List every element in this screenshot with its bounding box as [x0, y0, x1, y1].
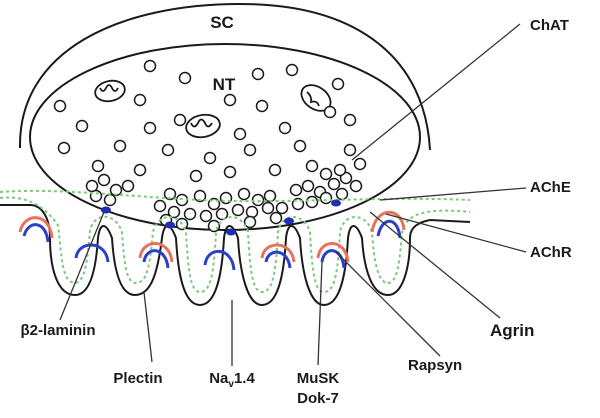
vesicle	[333, 163, 347, 177]
basal-lamina	[0, 196, 471, 294]
vesicle	[53, 99, 67, 113]
synaptic-vesicles	[53, 59, 367, 233]
vesicle	[153, 199, 167, 213]
vesicle	[161, 143, 175, 157]
vesicle	[261, 201, 275, 215]
vesicle	[269, 211, 283, 225]
nav-label-suffix: 1.4	[234, 370, 256, 387]
vesicle	[121, 179, 135, 193]
vesicle	[193, 189, 207, 203]
vesicle	[237, 187, 251, 201]
vesicle	[183, 207, 197, 221]
vesicle	[305, 195, 319, 209]
vesicle	[349, 179, 363, 193]
vesicle	[203, 151, 217, 165]
vesicle	[57, 141, 71, 155]
nav-label-base: Na	[209, 370, 229, 387]
vesicle	[323, 105, 337, 119]
vesicle	[113, 139, 127, 153]
vesicle	[91, 159, 105, 173]
vesicle	[143, 121, 157, 135]
vesicle	[75, 119, 89, 133]
vesicle	[275, 201, 289, 215]
vesicle	[231, 203, 245, 217]
vesicle	[289, 183, 303, 197]
postsynaptic-membrane	[0, 204, 471, 307]
nav-label-sub: v	[228, 379, 234, 390]
vesicle	[251, 193, 265, 207]
vesicle	[133, 93, 147, 107]
vesicle	[268, 163, 282, 177]
vesicle	[353, 157, 367, 171]
vesicle	[223, 93, 237, 107]
leader-lines	[59, 23, 527, 366]
achr-label: AChR	[530, 244, 572, 261]
vesicle	[301, 179, 315, 193]
dok7-label: Dok-7	[297, 390, 339, 407]
mitochondria	[94, 79, 332, 139]
vesicle	[319, 191, 333, 205]
vesicle	[243, 215, 257, 229]
vesicle	[278, 121, 292, 135]
vesicle	[285, 63, 299, 77]
vesicle	[178, 71, 192, 85]
vesicle	[293, 139, 307, 153]
active-zones	[101, 199, 341, 236]
vesicle	[223, 165, 237, 179]
vesicle	[215, 207, 229, 221]
vesicle	[331, 77, 345, 91]
vesicle	[327, 177, 341, 191]
vesicle	[143, 59, 157, 73]
vesicle	[343, 113, 357, 127]
vesicle	[199, 209, 213, 223]
rapsyn-label: Rapsyn	[408, 357, 462, 374]
vesicle	[163, 187, 177, 201]
vesicle	[97, 173, 111, 187]
vesicle	[343, 143, 357, 157]
vesicle	[255, 99, 269, 113]
vesicle	[305, 159, 319, 173]
nav-label: Nav1.4	[209, 370, 255, 390]
achr-clusters	[18, 210, 406, 271]
vesicle	[243, 143, 257, 157]
vesicle	[207, 219, 221, 233]
vesicle	[189, 169, 203, 183]
vesicle	[335, 187, 349, 201]
musk-label: MuSK	[297, 370, 340, 387]
vesicle	[245, 205, 259, 219]
vesicle	[319, 167, 333, 181]
plectin-label: Plectin	[113, 370, 162, 387]
chat-label: ChAT	[530, 17, 569, 34]
basal-lamina-upper	[0, 189, 471, 203]
ache-label: AChE	[530, 179, 571, 196]
vesicle	[233, 127, 247, 141]
b2-laminin-label: β2-laminin	[21, 322, 96, 339]
vesicle	[251, 67, 265, 81]
vesicle	[167, 205, 181, 219]
vesicle	[103, 193, 117, 207]
sc-label: SC	[210, 13, 234, 32]
vesicle	[263, 189, 277, 203]
nt-label: NT	[213, 75, 236, 94]
vesicle	[173, 113, 187, 127]
agrin-label: Agrin	[490, 321, 534, 340]
vesicle	[133, 163, 147, 177]
